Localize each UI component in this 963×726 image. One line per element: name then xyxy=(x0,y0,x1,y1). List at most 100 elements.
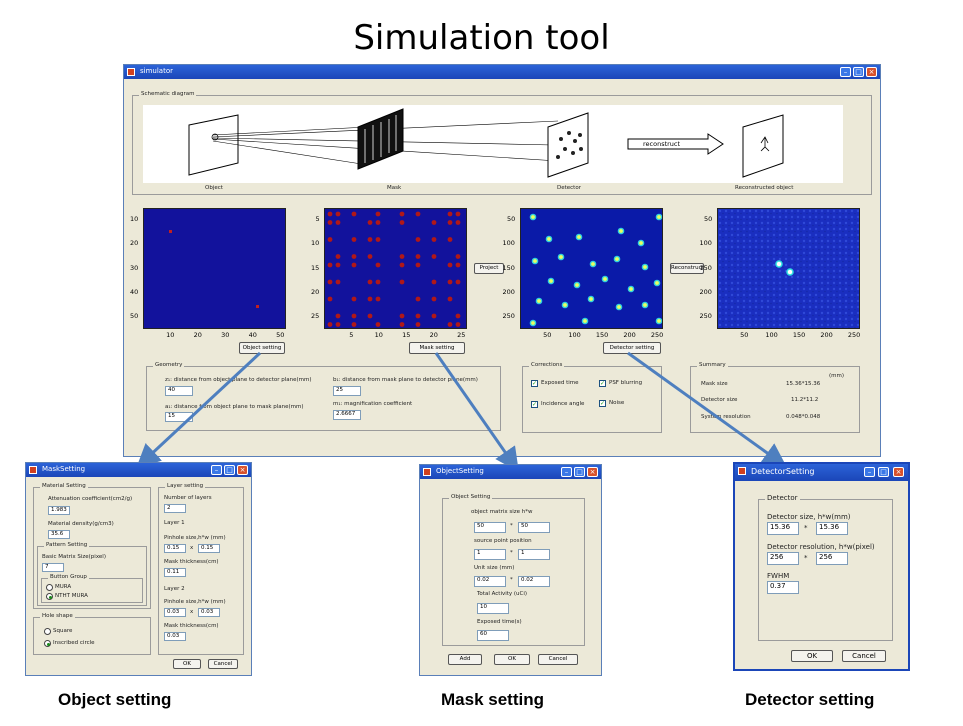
mask-hole-dot xyxy=(375,237,381,242)
plot-x-tick-label: 30 xyxy=(221,331,230,339)
detector-spot-dot xyxy=(615,303,623,311)
reconstruct-button[interactable]: Reconstruct xyxy=(670,263,704,274)
dialog-titlebar: ObjectSetting – □ × xyxy=(420,465,601,479)
incidence-angle-label: Incidence angle xyxy=(541,401,585,407)
matrix-h-input[interactable]: 50 xyxy=(474,522,506,533)
m1-input[interactable]: 2.6667 xyxy=(333,410,361,420)
maximize-icon[interactable]: □ xyxy=(224,465,235,475)
source-w-input[interactable]: 1 xyxy=(518,549,550,560)
detector-spot-dot xyxy=(601,275,609,283)
detector-setting-button[interactable]: Detector setting xyxy=(603,342,661,354)
detector-size-label: Detector size, h*w(mm) xyxy=(767,513,851,521)
plot-y-tick-label: 100 xyxy=(699,239,712,248)
plot-y-tick-label: 30 xyxy=(130,263,139,272)
close-icon[interactable]: × xyxy=(587,467,598,477)
source-h-input[interactable]: 1 xyxy=(474,549,506,560)
detector-res-w-input[interactable]: 256 xyxy=(816,552,848,565)
psf-blurring-checkbox[interactable]: ✓ xyxy=(599,380,606,387)
thick2-input[interactable]: 0.03 xyxy=(164,632,186,641)
object-cancel-button[interactable]: Cancel xyxy=(538,654,578,665)
inscribed-circle-radio[interactable] xyxy=(44,640,51,647)
noise-checkbox[interactable]: ✓ xyxy=(599,400,606,407)
maximize-icon[interactable]: □ xyxy=(574,467,585,477)
close-icon[interactable]: × xyxy=(237,465,248,475)
schematic-label: Schematic diagram xyxy=(139,91,197,97)
mask-hole-dot xyxy=(415,262,421,268)
pinhole2-h-input[interactable]: 0.03 xyxy=(164,608,186,617)
close-icon[interactable]: × xyxy=(893,467,904,477)
square-radio[interactable] xyxy=(44,628,51,635)
pinhole2-w-input[interactable]: 0.03 xyxy=(198,608,220,617)
schematic-diagram: reconstruct xyxy=(143,105,843,183)
pinhole1-h-input[interactable]: 0.15 xyxy=(164,544,186,553)
fwhm-input[interactable]: 0.37 xyxy=(767,581,799,594)
plot-x-tick-label: 100 xyxy=(765,331,778,339)
dialog-titlebar: DetectorSetting – □ × xyxy=(735,464,908,481)
mask-hole-dot xyxy=(447,322,453,327)
mask-hole-dot xyxy=(327,279,333,285)
detector-cancel-button[interactable]: Cancel xyxy=(842,650,886,662)
mask-hole-dot xyxy=(351,296,357,302)
mask-hole-dot xyxy=(455,211,461,217)
minimize-icon[interactable]: – xyxy=(840,67,851,77)
pinhole1-w-input[interactable]: 0.15 xyxy=(198,544,220,553)
detector-size-w-input[interactable]: 15.36 xyxy=(816,522,848,535)
layer2-label: Layer 2 xyxy=(164,586,185,592)
mask-hole-dot xyxy=(455,262,461,268)
detector-spot-dot xyxy=(587,295,595,303)
button-group: Button Group MURA NTHT MURA xyxy=(41,574,143,603)
matrix-size-input[interactable]: 7 xyxy=(42,563,64,572)
exposed-time-checkbox[interactable]: ✓ xyxy=(531,380,538,387)
detector-spot-dot xyxy=(655,213,662,221)
minimize-icon[interactable]: – xyxy=(864,467,875,477)
close-icon[interactable]: × xyxy=(866,67,877,77)
mask-hole-dot xyxy=(335,220,341,225)
project-button[interactable]: Project xyxy=(474,263,504,274)
mask-hole-dot xyxy=(327,262,333,268)
mask-hole-dot xyxy=(415,322,421,327)
mask-hole-dot xyxy=(351,254,357,259)
mask-cancel-button[interactable]: Cancel xyxy=(208,659,238,669)
fwhm-label: FWHM xyxy=(767,572,790,580)
mask-callout-arrow xyxy=(434,352,519,472)
mask-ok-button[interactable]: OK xyxy=(173,659,201,669)
object-add-button[interactable]: Add xyxy=(448,654,482,665)
density-input[interactable]: 35.6 xyxy=(48,530,70,539)
minimize-icon[interactable]: – xyxy=(211,465,222,475)
matlab-icon xyxy=(29,466,37,474)
summary-label: Summary xyxy=(697,362,728,368)
incidence-angle-checkbox[interactable]: ✓ xyxy=(531,401,538,408)
mask-hole-dot xyxy=(351,322,357,327)
plot-y-tick-label: 10 xyxy=(130,215,139,224)
object-ok-button[interactable]: OK xyxy=(494,654,530,665)
unit-w-input[interactable]: 0.02 xyxy=(518,576,550,587)
unit-h-input[interactable]: 0.02 xyxy=(474,576,506,587)
plot-x-tick-label: 50 xyxy=(740,331,749,339)
detector-ok-button[interactable]: OK xyxy=(791,650,833,662)
thick1-input[interactable]: 0.11 xyxy=(164,568,186,577)
mura-radio[interactable] xyxy=(46,584,53,591)
mask-pattern-plot xyxy=(324,208,467,329)
total-activity-input[interactable]: 10 xyxy=(477,603,509,614)
num-layers-input[interactable]: 2 xyxy=(164,504,186,513)
maximize-icon[interactable]: □ xyxy=(878,467,889,477)
dialog-title: ObjectSetting xyxy=(436,467,484,475)
detector-size-h-input[interactable]: 15.36 xyxy=(767,522,799,535)
layer-setting-group: Layer setting Number of layers 2 Layer 1… xyxy=(158,483,244,655)
detector-plane-shape xyxy=(547,112,589,178)
attenuation-input[interactable]: 1.983 xyxy=(48,506,70,515)
total-activity-label: Total Activity (uCi) xyxy=(477,591,528,597)
maximize-icon[interactable]: □ xyxy=(853,67,864,77)
object-setting-button[interactable]: Object setting xyxy=(239,342,285,354)
z1-input[interactable]: 40 xyxy=(165,386,193,396)
b1-input[interactable]: 25 xyxy=(333,386,361,396)
minimize-icon[interactable]: – xyxy=(561,467,572,477)
mask-hole-dot xyxy=(335,262,341,268)
matrix-w-input[interactable]: 50 xyxy=(518,522,550,533)
pattern-setting-group: Pattern Setting Basic Matrix Size(pixel)… xyxy=(37,542,147,606)
mask-hole-dot xyxy=(415,296,421,302)
exposed-time-input[interactable]: 60 xyxy=(477,630,509,641)
ntht-mura-radio[interactable] xyxy=(46,593,53,600)
mask-size-value: 15.36*15.36 xyxy=(786,381,821,387)
detector-res-h-input[interactable]: 256 xyxy=(767,552,799,565)
